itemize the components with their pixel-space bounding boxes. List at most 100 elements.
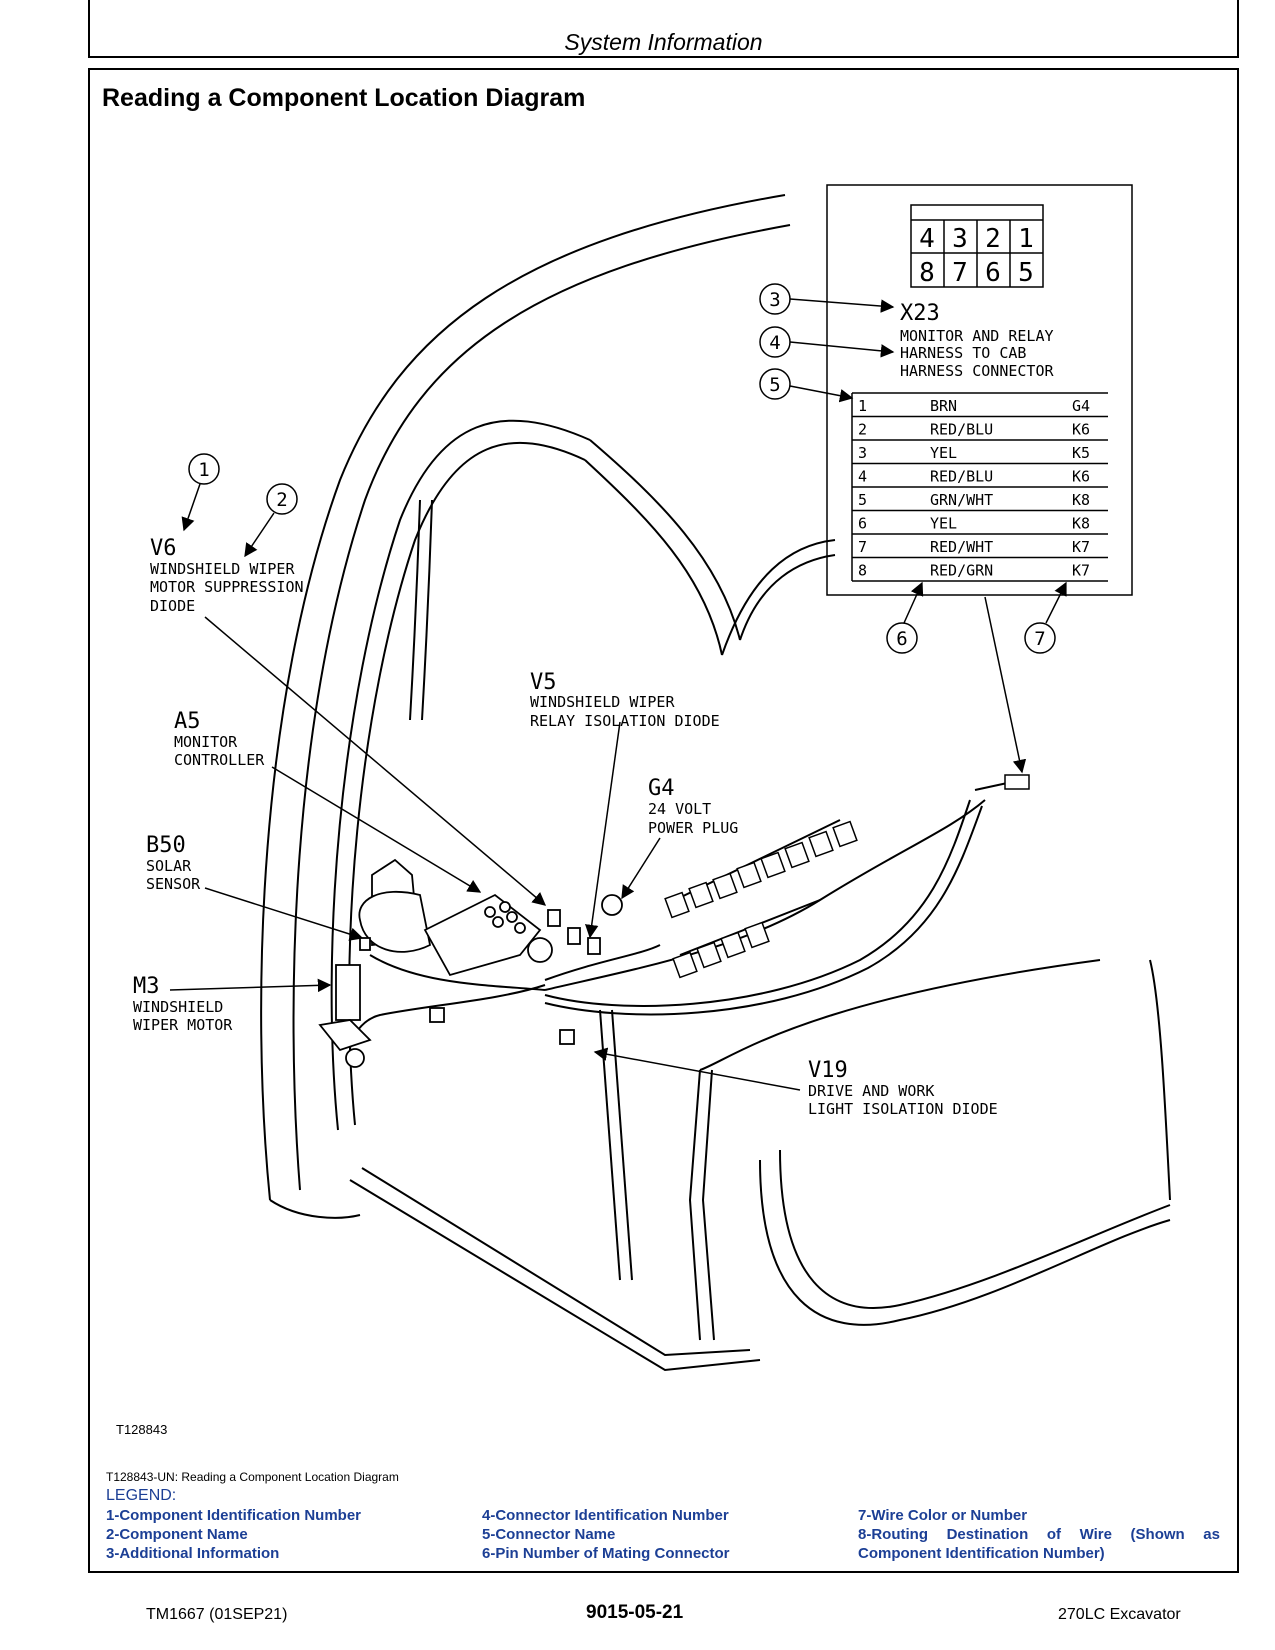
component-text: WINDSHIELD WIPER bbox=[530, 693, 675, 711]
pin-label: 1 bbox=[1018, 224, 1034, 254]
wire-destination: K7 bbox=[1072, 538, 1090, 556]
legend-item: Component Identification Number) bbox=[858, 1545, 1105, 1562]
component-id-m3: M3 bbox=[133, 974, 160, 999]
legend-column-1: 1-Component Identification Number 2-Comp… bbox=[106, 1506, 361, 1563]
connector-pin-numbers: 4 3 2 1 8 7 6 5 bbox=[919, 224, 1034, 288]
legend-item: 4-Connector Identification Number bbox=[482, 1507, 729, 1524]
legend-item: 8-Routing Destination of Wire (Shown as bbox=[858, 1526, 1220, 1543]
component-id-a5: A5 bbox=[174, 709, 201, 734]
wire-color: GRN/WHT bbox=[930, 491, 993, 509]
legend-item: 6-Pin Number of Mating Connector bbox=[482, 1545, 730, 1562]
component-text: DIODE bbox=[150, 597, 195, 615]
relay-bank bbox=[664, 774, 1030, 979]
callout-circles bbox=[188, 283, 1056, 654]
wire-destination: K8 bbox=[1072, 515, 1090, 533]
component-text: POWER PLUG bbox=[648, 819, 738, 837]
connector-name-line: HARNESS TO CAB bbox=[900, 344, 1026, 362]
content-frame bbox=[88, 68, 1239, 1573]
wire-color: RED/WHT bbox=[930, 538, 993, 556]
wire-destination: K6 bbox=[1072, 421, 1090, 439]
wire-color: BRN bbox=[930, 397, 957, 415]
wire-destination: K5 bbox=[1072, 444, 1090, 462]
component-text: WIPER MOTOR bbox=[133, 1016, 233, 1034]
component-text: WINDSHIELD WIPER bbox=[150, 560, 295, 578]
component-id-g4: G4 bbox=[648, 776, 675, 801]
component-id-v5: V5 bbox=[530, 670, 557, 695]
page-title: Reading a Component Location Diagram bbox=[102, 84, 586, 112]
wire-destination: G4 bbox=[1072, 397, 1090, 415]
component-id-v6: V6 bbox=[150, 536, 177, 561]
figure-id: T128843 bbox=[116, 1422, 168, 1437]
pin-number: 1 bbox=[858, 397, 867, 415]
header-title: System Information bbox=[564, 29, 763, 55]
callout-numbers: 1 2 3 4 5 6 7 bbox=[198, 289, 1045, 650]
connector-box bbox=[826, 184, 1133, 596]
legend-column-3: 7-Wire Color or Number 8-Routing Destina… bbox=[858, 1506, 1220, 1563]
wire-destination: K6 bbox=[1072, 468, 1090, 486]
connector-name-line: MONITOR AND RELAY bbox=[900, 327, 1054, 345]
legend-title: LEGEND: bbox=[106, 1487, 177, 1504]
component-text: SENSOR bbox=[146, 875, 201, 893]
footer-page-number: 9015-05-21 bbox=[586, 1602, 684, 1623]
pin-label: 4 bbox=[919, 224, 935, 254]
component-text: MOTOR SUPPRESSION bbox=[150, 578, 304, 596]
legend-item: 2-Component Name bbox=[106, 1526, 248, 1543]
component-text: RELAY ISOLATION DIODE bbox=[530, 712, 720, 730]
pin-label: 8 bbox=[919, 258, 935, 288]
component-text: CONTROLLER bbox=[174, 751, 265, 769]
header-frame bbox=[88, 0, 1239, 58]
wire-color: YEL bbox=[930, 444, 957, 462]
wire-color: RED/GRN bbox=[930, 562, 993, 580]
pin-number: 2 bbox=[858, 421, 867, 439]
pin-number: 8 bbox=[858, 562, 867, 580]
legend-item: 7-Wire Color or Number bbox=[858, 1507, 1028, 1524]
connector-id: X23 bbox=[900, 301, 940, 326]
callout-number: 5 bbox=[769, 374, 780, 396]
wiring-harness bbox=[349, 781, 1013, 1051]
pin-number: 6 bbox=[858, 515, 867, 533]
callout-number: 6 bbox=[896, 628, 907, 650]
pin-label: 7 bbox=[952, 258, 968, 288]
component-id-v19: V19 bbox=[808, 1058, 848, 1083]
component-id-b50: B50 bbox=[146, 833, 186, 858]
pin-label: 3 bbox=[952, 224, 968, 254]
pin-number: 5 bbox=[858, 491, 867, 509]
pin-number: 7 bbox=[858, 538, 867, 556]
pin-label: 2 bbox=[985, 224, 1001, 254]
footer-machine: 270LC Excavator bbox=[1058, 1606, 1181, 1623]
callout-number: 3 bbox=[769, 289, 780, 311]
pin-label: 5 bbox=[1018, 258, 1034, 288]
component-text: 24 VOLT bbox=[648, 800, 711, 818]
pin-label: 6 bbox=[985, 258, 1001, 288]
footer-manual-id: TM1667 (01SEP21) bbox=[146, 1606, 288, 1623]
wire-destination: K8 bbox=[1072, 491, 1090, 509]
callout-number: 7 bbox=[1034, 628, 1045, 650]
cab-outline bbox=[260, 194, 1171, 1372]
wire-color: RED/BLU bbox=[930, 468, 993, 486]
wire-color: RED/BLU bbox=[930, 421, 993, 439]
component-text: LIGHT ISOLATION DIODE bbox=[808, 1100, 998, 1118]
leader-lines bbox=[169, 298, 1067, 1091]
callout-number: 2 bbox=[276, 489, 287, 511]
wire-color: YEL bbox=[930, 515, 957, 533]
wire-destination: K7 bbox=[1072, 562, 1090, 580]
connector-name: MONITOR AND RELAY HARNESS TO CAB HARNESS… bbox=[900, 327, 1054, 380]
pin-number: 4 bbox=[858, 468, 867, 486]
components-drawing bbox=[318, 858, 623, 1068]
pin-number: 3 bbox=[858, 444, 867, 462]
legend-item: 5-Connector Name bbox=[482, 1526, 616, 1543]
component-text: WINDSHIELD bbox=[133, 998, 223, 1016]
connector-name-line: HARNESS CONNECTOR bbox=[900, 362, 1054, 380]
figure-caption: T128843-UN: Reading a Component Location… bbox=[106, 1470, 399, 1484]
legend-item: 1-Component Identification Number bbox=[106, 1507, 361, 1524]
legend-column-2: 4-Connector Identification Number 5-Conn… bbox=[482, 1506, 730, 1563]
callout-number: 1 bbox=[198, 459, 209, 481]
component-text: DRIVE AND WORK bbox=[808, 1082, 934, 1100]
component-text: MONITOR bbox=[174, 733, 238, 751]
legend-item: 3-Additional Information bbox=[106, 1545, 280, 1562]
component-labels: V6 WINDSHIELD WIPER MOTOR SUPPRESSION DI… bbox=[133, 536, 998, 1118]
callout-number: 4 bbox=[769, 332, 780, 354]
component-text: SOLAR bbox=[146, 857, 192, 875]
